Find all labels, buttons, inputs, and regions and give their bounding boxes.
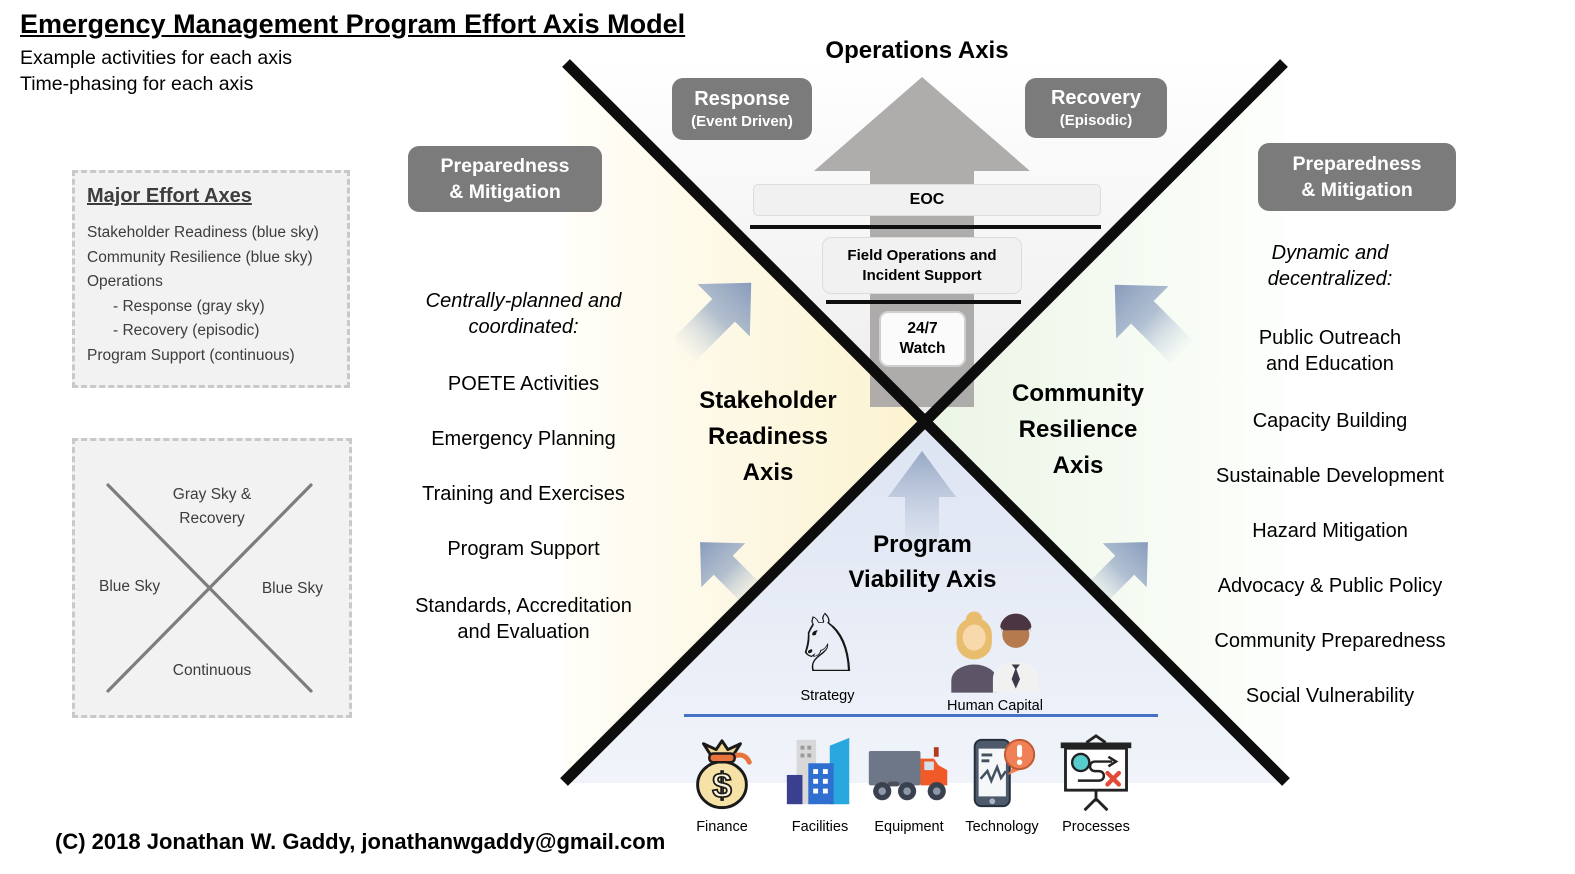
chess-knight-icon: ♘ — [791, 597, 864, 690]
eoc-box: EOC — [753, 184, 1101, 216]
activity-item: Capacity Building — [1252, 410, 1408, 432]
list-item: Stakeholder Readiness (blue sky) — [87, 224, 319, 241]
viability-up-arrow-icon — [888, 451, 956, 551]
major-effort-axes-title: Major Effort Axes — [87, 185, 252, 207]
human-capital-pillar: Human Capital — [930, 607, 1060, 714]
community-resilience-axis-label: Community Resilience Axis — [966, 376, 1190, 484]
watch-line: 24/7 — [907, 320, 938, 337]
operations-axis-title: Operations Axis — [825, 37, 1009, 64]
label-line: Stakeholder — [699, 387, 837, 414]
label-line: Resilience — [1018, 416, 1138, 443]
pillar-label: Human Capital — [947, 698, 1043, 714]
activity-item: Public Outreach and Education — [1258, 327, 1402, 375]
resource-label: Facilities — [791, 819, 849, 835]
label-line: Community — [1012, 380, 1144, 407]
response-badge: Response (Event Driven) — [672, 78, 812, 140]
list-item: Program Support (continuous) — [87, 346, 295, 364]
badge-title: Recovery — [1050, 87, 1142, 109]
resource-label: Processes — [1062, 819, 1130, 835]
list-item: Operations — [87, 273, 163, 290]
activity-item: Standards, Accreditation and Evaluation — [415, 595, 632, 643]
field-operations-divider-line — [826, 300, 1021, 304]
phone-alert-icon — [973, 738, 1036, 808]
resource-label: Equipment — [874, 819, 944, 835]
resource-label: Technology — [965, 819, 1039, 835]
time-phasing-x-lines — [106, 483, 313, 693]
stakeholder-readiness-axis-label: Stakeholder Readiness Axis — [656, 383, 880, 491]
badge-subtitle: & Mitigation — [1301, 179, 1413, 201]
buildings-icon — [786, 737, 850, 805]
list-item: - Response (gray sky) — [113, 297, 265, 315]
preparedness-mitigation-badge-right: Preparedness & Mitigation — [1258, 143, 1456, 211]
subtitle-time-phasing: Time-phasing for each axis — [20, 73, 254, 95]
badge-subtitle: & Mitigation — [449, 181, 561, 203]
axis-model-canvas — [558, 55, 1292, 793]
label-line: Axis — [1052, 452, 1104, 479]
badge-title: Preparedness — [1292, 153, 1422, 175]
activity-item: Sustainable Development — [1216, 465, 1444, 487]
stakeholder-intro: Centrally-planned and coordinated: — [425, 290, 622, 338]
label-line: Program — [873, 531, 972, 558]
copyright-text: (C) 2018 Jonathan W. Gaddy, jonathanwgad… — [55, 829, 666, 854]
eoc-divider-line — [750, 225, 1101, 229]
viability-divider-line — [684, 714, 1158, 717]
badge-subtitle: (Event Driven) — [691, 113, 793, 130]
list-item: Community Resilience (blue sky) — [87, 248, 313, 266]
community-activities-list: Dynamic and decentralized: Public Outrea… — [1185, 240, 1475, 707]
activity-item: Program Support — [447, 538, 600, 560]
community-intro: Dynamic and decentralized: — [1267, 242, 1393, 290]
badge-title: Preparedness — [440, 155, 570, 177]
money-bag-icon: $ — [696, 739, 752, 810]
label-line: Readiness — [707, 423, 829, 450]
label-line: Gray Sky & — [172, 486, 252, 503]
pillar-label: Strategy — [800, 688, 855, 704]
major-effort-axes-box: Major Effort Axes Stakeholder Readiness … — [72, 170, 350, 388]
badge-title: Response — [694, 88, 790, 110]
activity-item: Advocacy & Public Policy — [1217, 575, 1443, 597]
watch-box: 24/7 Watch — [879, 311, 966, 367]
resource-processes: Processes — [1048, 734, 1144, 835]
resource-finance: $ Finance — [674, 734, 770, 835]
activity-item: Community Preparedness — [1214, 630, 1446, 652]
badge-subtitle: (Episodic) — [1059, 112, 1133, 129]
svg-text:$: $ — [712, 766, 732, 805]
arrow-up-left-quadrant-icon — [672, 282, 752, 362]
activity-item: POETE Activities — [447, 373, 600, 395]
subtitle-activities: Example activities for each axis — [20, 47, 293, 69]
preparedness-mitigation-badge-left: Preparedness & Mitigation — [408, 146, 602, 212]
time-phasing-box: Gray Sky & Recovery Blue Sky Blue Sky Co… — [72, 438, 352, 718]
activity-item: Emergency Planning — [431, 428, 616, 450]
resource-facilities: Facilities — [772, 734, 868, 835]
truck-icon — [868, 747, 948, 801]
label-line: Axis — [742, 459, 794, 486]
time-phasing-bottom-label: Continuous — [172, 662, 252, 679]
label-line: Viability Axis — [848, 566, 997, 593]
activity-item: Social Vulnerability — [1245, 685, 1415, 707]
list-item: - Recovery (episodic) — [113, 322, 260, 339]
activity-item: Training and Exercises — [422, 483, 625, 505]
x-axis-line-tr-bl — [560, 59, 1288, 786]
stakeholder-activities-list: Centrally-planned and coordinated: POETE… — [396, 288, 651, 645]
watch-line: Watch — [899, 340, 946, 357]
people-icon — [951, 611, 1039, 693]
time-phasing-left-label: Blue Sky — [99, 578, 161, 595]
activity-item: Hazard Mitigation — [1252, 520, 1408, 542]
presentation-board-icon — [1060, 734, 1132, 812]
strategy-pillar: ♘ Strategy — [780, 597, 875, 705]
resource-label: Finance — [696, 819, 748, 835]
resource-equipment: Equipment — [861, 734, 957, 835]
arrow-up-right-quadrant-icon — [1114, 284, 1194, 364]
program-viability-axis-label: Program Viability Axis — [810, 527, 1035, 597]
resource-technology: Technology — [954, 734, 1050, 835]
major-effort-axes-list: Stakeholder Readiness (blue sky) Communi… — [87, 221, 335, 368]
page-title: Emergency Management Program Effort Axis… — [20, 9, 686, 39]
field-operations-box: Field Operations and Incident Support — [822, 237, 1022, 294]
recovery-badge: Recovery (Episodic) — [1025, 78, 1167, 138]
label-line: Recovery — [179, 510, 245, 527]
time-phasing-right-label: Blue Sky — [261, 580, 323, 597]
time-phasing-top-label: Gray Sky & Recovery — [75, 483, 349, 531]
